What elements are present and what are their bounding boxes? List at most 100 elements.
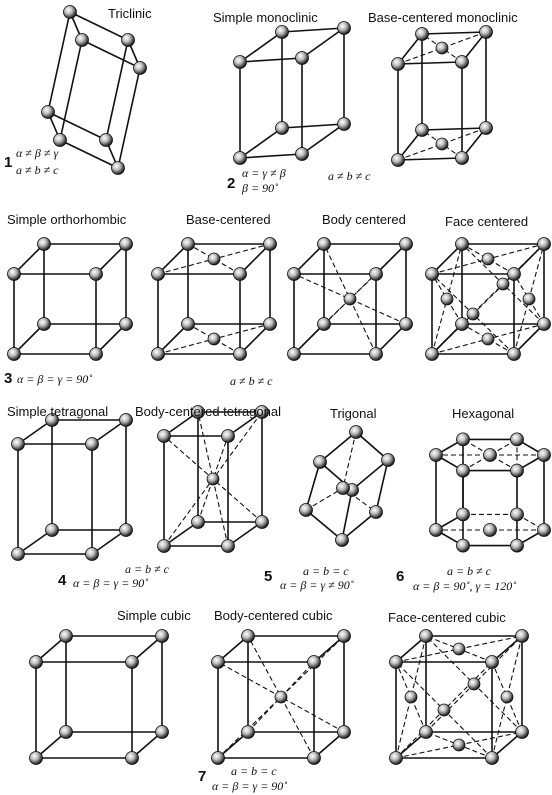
lattice-atom	[537, 237, 551, 251]
simple-orthorhombic-cell	[7, 237, 133, 361]
lattice-atom	[263, 237, 277, 251]
lattice-atom	[510, 507, 524, 522]
lattice-atom	[89, 347, 103, 361]
group-number-2: 2	[227, 175, 236, 192]
lattice-atom	[157, 539, 171, 553]
lattice-atom	[429, 448, 443, 462]
dashed-edge	[187, 323, 241, 355]
lattice-atom	[111, 161, 125, 175]
label-body-centered: Body centered	[322, 212, 406, 227]
lattice-atom	[381, 453, 395, 467]
base-centered-monoclinic-cell	[391, 25, 493, 167]
lattice-atom	[389, 751, 403, 765]
lattice-atom	[485, 751, 499, 765]
lattice-atom	[125, 655, 139, 669]
cell-edge	[239, 153, 303, 159]
lattice-atom	[75, 33, 89, 47]
cell-edge	[69, 11, 129, 41]
lattice-atom	[456, 507, 470, 522]
lattice-atom	[295, 51, 309, 65]
cell-edge	[239, 57, 303, 63]
eq-trigonal-axes: a = b = c	[303, 564, 349, 578]
trigonal-cell	[299, 425, 395, 547]
cell-edge	[91, 419, 127, 445]
lattice-atom	[455, 151, 469, 165]
lattice-atom	[151, 267, 165, 281]
cell-edge	[319, 431, 357, 463]
lattice-atom	[181, 317, 195, 331]
lattice-atom	[157, 429, 171, 443]
lattice-atom	[510, 432, 524, 447]
lattice-atom	[467, 677, 481, 691]
lattice-atom	[317, 237, 331, 251]
dashed-edge	[513, 273, 545, 325]
lattice-atom	[155, 629, 169, 643]
lattice-atom	[99, 133, 113, 147]
lattice-atom	[275, 121, 289, 135]
eq-tetragonal-angles: α = β = γ = 90˚	[73, 576, 149, 590]
face-centered-orthorhombic-cell	[425, 237, 551, 361]
lattice-atom	[207, 332, 221, 346]
label-simple-monoclinic: Simple monoclinic	[213, 10, 318, 25]
lattice-atom	[369, 267, 383, 281]
lattice-atom	[125, 751, 139, 765]
lattice-atom	[479, 121, 493, 135]
lattice-atom	[29, 655, 43, 669]
lattice-atom	[452, 642, 466, 656]
lattice-atom	[211, 751, 225, 765]
dashed-edge	[342, 431, 357, 489]
cell-edge	[239, 127, 283, 159]
lattice-atom	[191, 515, 205, 529]
dashed-edge	[462, 438, 518, 472]
lattice-atom	[515, 725, 529, 739]
lattice-atom	[440, 292, 454, 306]
dashed-edge	[491, 661, 523, 733]
lattice-atom	[537, 523, 551, 537]
lattice-atom	[206, 472, 220, 486]
lattice-atom	[336, 481, 350, 495]
lattice-atom	[37, 317, 51, 331]
lattice-atom	[349, 425, 363, 439]
lattice-atom	[121, 33, 135, 47]
label-base-centered: Base-centered	[186, 212, 271, 227]
lattice-atom	[537, 317, 551, 331]
lattice-atom	[456, 538, 470, 553]
cell-edge	[105, 39, 129, 141]
label-simple-tetragonal: Simple tetragonal	[7, 404, 109, 419]
cell-edge	[293, 243, 325, 275]
dashed-edge	[431, 273, 463, 325]
dashed-edge	[461, 323, 515, 355]
lattice-atom	[255, 515, 269, 529]
lattice-atom	[317, 317, 331, 331]
cell-edge	[421, 127, 487, 131]
cell-edge	[421, 31, 487, 35]
simple-cubic-cell	[29, 629, 169, 765]
cell-edge	[59, 139, 119, 169]
lattice-atom	[404, 690, 418, 704]
lattice-atom	[455, 317, 469, 331]
cell-edge	[375, 323, 407, 355]
lattice-atom	[483, 448, 497, 462]
lattice-atom	[181, 237, 195, 251]
dashed-edge	[462, 438, 518, 472]
lattice-atom	[510, 538, 524, 553]
lattice-atom	[307, 655, 321, 669]
lattice-atom	[29, 751, 43, 765]
lattice-atom	[53, 133, 67, 147]
lattice-atom	[233, 151, 247, 165]
cell-edge	[397, 157, 463, 161]
lattice-atom	[515, 629, 529, 643]
lattice-atom	[233, 347, 247, 361]
eq-triclinic-axes: a ≠ b ≠ c	[16, 163, 59, 177]
eq-monoclinic-axes: a ≠ b ≠ c	[328, 169, 371, 183]
eq-trigonal-angles: α = β = γ ≠ 90˚	[280, 578, 354, 592]
lattice-atom	[119, 523, 133, 537]
base-centered-orthorhombic-cell	[151, 237, 277, 361]
dashed-edge	[491, 635, 523, 759]
lattice-atom	[133, 61, 147, 75]
lattice-atom	[295, 147, 309, 161]
group-number-6: 6	[396, 568, 405, 585]
hexagonal-cell	[429, 432, 551, 553]
lattice-atom	[241, 725, 255, 739]
